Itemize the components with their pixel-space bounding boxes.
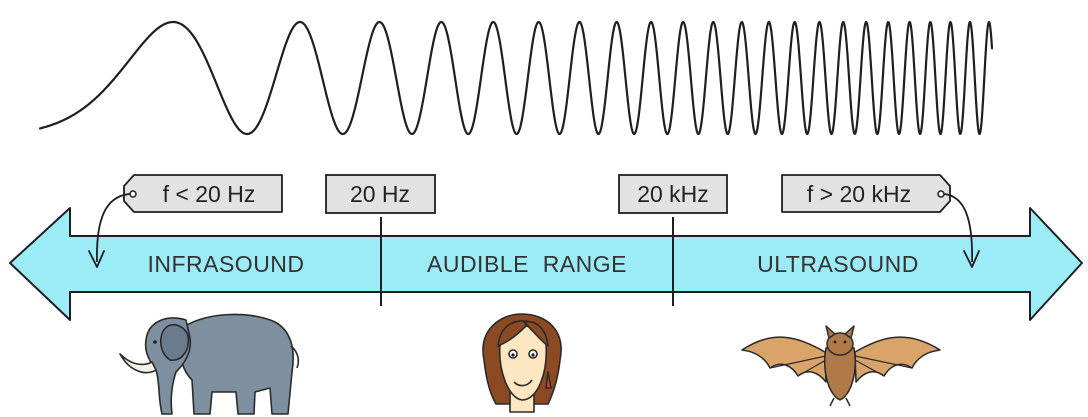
pointer-arrowhead-infra [88, 250, 105, 268]
tag-low-limit-text: 20 Hz [350, 181, 410, 207]
band-label-ultrasound: ULTRASOUND [757, 251, 919, 277]
tag-low-limit: 20 Hz [325, 174, 436, 214]
pointer-arrowhead-ultra [963, 250, 980, 268]
band-label-infrasound: INFRASOUND [147, 251, 304, 277]
tag-high-limit: 20 kHz [618, 174, 728, 214]
pointer-arrow-infra [96, 193, 131, 263]
tag-high-limit-text: 20 kHz [637, 181, 709, 207]
sound-wave [38, 20, 994, 136]
tag-infra-threshold: f < 20 Hz [123, 174, 283, 213]
tag-ultra-threshold: f > 20 kHz [781, 174, 951, 213]
pointer-arrow-ultra [943, 193, 973, 263]
tag-ultra-threshold-text: f > 20 kHz [807, 181, 911, 207]
band-label-audible: AUDIBLE RANGE [427, 251, 627, 277]
tag-infra-threshold-text: f < 20 Hz [163, 181, 256, 207]
bat-icon [741, 325, 941, 407]
frequency-band-arrow [9, 207, 1083, 321]
elephant-icon [119, 313, 300, 415]
human-face-icon [482, 313, 562, 413]
